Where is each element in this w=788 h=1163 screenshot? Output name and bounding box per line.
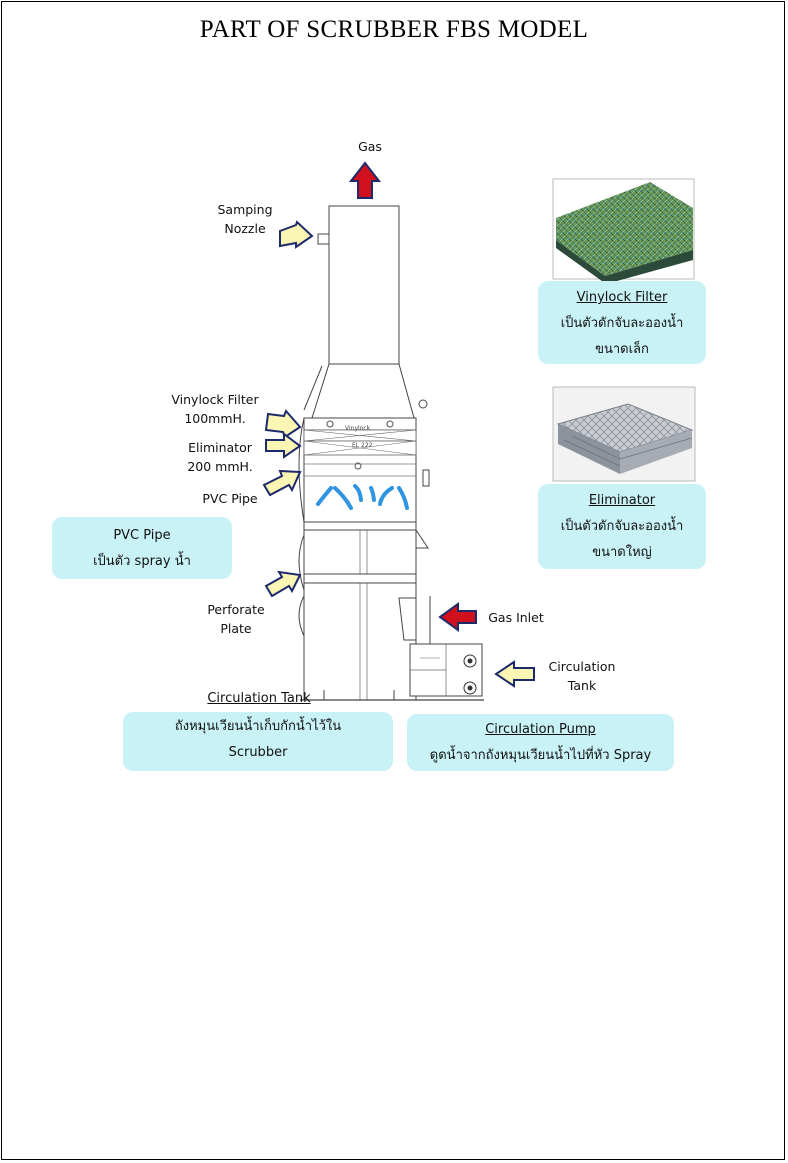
arrow-vinylock-filter [264, 409, 302, 439]
circulation-tank-callout-line2: Scrubber [228, 745, 288, 760]
circulation-pump-callout-title: Circulation Pump [485, 722, 596, 737]
arrow-eliminator [265, 432, 302, 459]
eliminator-callout: Eliminator เป็นตัวดักจับละอองน้ำ ขนาดใหญ… [538, 484, 706, 569]
spray-nozzles [316, 484, 409, 510]
sampling-nozzle [317, 233, 330, 245]
eliminator-callout-line2: ขนาดใหญ่ [592, 545, 652, 560]
circulation-tank-callout: ถังหมุนเวียนน้ำเก็บกักน้ำไว้ใน Scrubber [123, 712, 393, 771]
arrow-pvc-pipe [262, 469, 302, 497]
hood-reducer [311, 363, 415, 419]
vinylock-filter-callout: Vinylock Filter เป็นตัวดักจับละอองน้ำ ขน… [538, 281, 706, 364]
stack-pipe [328, 205, 400, 365]
vinylock-mark: Vinylock [345, 425, 371, 432]
circulation-tank-label: Circulation Tank [540, 657, 624, 695]
vinylock-filter-line2: 100mmH. [184, 411, 246, 426]
perforate-plate [303, 573, 417, 584]
arrow-perforate-plate [264, 570, 302, 598]
arrow-gas-inlet [438, 602, 477, 632]
arrow-circulation-tank [494, 660, 535, 688]
vinylock-filter-callout-title: Vinylock Filter [576, 290, 668, 305]
eliminator-line2: 200 mmH. [187, 459, 253, 474]
perforate-plate-line2: Plate [220, 621, 252, 636]
perforate-plate-line1: Perforate [207, 602, 265, 617]
arrow-sampling-nozzle [279, 220, 314, 249]
circulation-tank-line1: Circulation [548, 659, 616, 674]
sampling-nozzle-label: Samping Nozzle [210, 200, 280, 238]
eliminator-label: Eliminator 200 mmH. [180, 438, 260, 476]
eliminator-mark: EL 222 [352, 442, 373, 449]
vinylock-filter-line1: Vinylock Filter [171, 392, 259, 407]
gas-inlet-duct [398, 597, 417, 641]
perforate-plate-label: Perforate Plate [201, 600, 271, 638]
pvc-pipe-callout-title: PVC Pipe [113, 528, 171, 543]
circulation-pump-callout-line1: ดูดน้ำจากถังหมุนเวียนน้ำไปที่หัว Spray [429, 748, 652, 763]
page-title: PART OF SCRUBBER FBS MODEL [199, 16, 589, 43]
sampling-nozzle-line1: Samping [217, 202, 273, 217]
circulation-tank-line2: Tank [567, 678, 597, 693]
gas-outlet-label: Gas [358, 139, 382, 154]
circulation-pump-callout: Circulation Pump ดูดน้ำจากถังหมุนเวียนน้… [407, 714, 674, 771]
eliminator-callout-line1: เป็นตัวดักจับละอองน้ำ [560, 519, 684, 534]
vinylock-filter-callout-line1: เป็นตัวดักจับละอองน้ำ [560, 316, 684, 331]
eliminator-photo [552, 386, 696, 482]
sampling-nozzle-line2: Nozzle [224, 221, 266, 236]
eliminator-callout-title: Eliminator [588, 493, 656, 508]
vinylock-filter-label: Vinylock Filter 100mmH. [165, 390, 265, 428]
vinylock-filter-photo [552, 178, 695, 284]
arrow-gas-outlet [348, 161, 382, 199]
circulation-tank-callout-title: Circulation Tank [207, 691, 311, 706]
vinylock-filter-callout-line2: ขนาดเล็ก [595, 342, 649, 357]
pvc-pipe-label: PVC Pipe [202, 491, 258, 506]
eliminator-line1: Eliminator [188, 440, 252, 455]
pvc-pipe-callout-line1: เป็นตัว spray น้ำ [93, 554, 191, 569]
pvc-pipe-callout: PVC Pipe เป็นตัว spray น้ำ [52, 517, 232, 579]
circulation-tank-callout-line1: ถังหมุนเวียนน้ำเก็บกักน้ำไว้ใน [174, 719, 342, 734]
gas-inlet-label: Gas Inlet [488, 610, 544, 625]
